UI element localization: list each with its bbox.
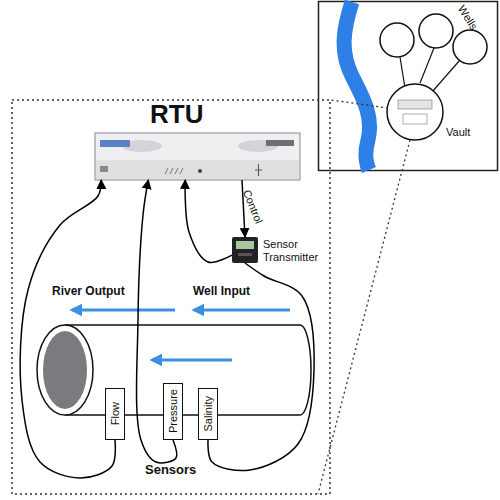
zoom-line xyxy=(331,100,388,108)
sensor-box: Salinity xyxy=(198,388,218,440)
flow-arrow xyxy=(194,309,290,312)
node-label: Flow xyxy=(109,402,121,425)
vault-pipe xyxy=(403,114,427,124)
well-circle xyxy=(419,14,453,48)
transmitter-keys xyxy=(238,253,252,256)
edge-label: Control xyxy=(241,188,265,225)
node-label: RTU xyxy=(150,99,203,130)
rtu-body xyxy=(95,133,300,180)
zoom-frame xyxy=(12,100,330,494)
rtu-vent xyxy=(165,168,183,174)
rtu-symbol xyxy=(255,164,262,176)
well-circle xyxy=(453,30,487,64)
connector xyxy=(185,180,232,262)
pipe-mouth xyxy=(37,325,93,415)
rtu-badge xyxy=(266,140,294,146)
transmitter-screen xyxy=(236,241,254,249)
well-line xyxy=(420,48,434,83)
river xyxy=(344,2,370,170)
sensor-transmitter: Sensor Transmitter xyxy=(232,237,258,263)
rtu-port xyxy=(100,166,108,172)
connector xyxy=(242,180,245,237)
rtu-device: RTU xyxy=(95,133,300,180)
well-line xyxy=(432,60,460,92)
sensor-box: Flow xyxy=(105,388,125,440)
zoom-line xyxy=(318,140,410,494)
node-label: Pressure xyxy=(167,389,179,433)
text-label: Sensors xyxy=(145,462,196,477)
vault-rtu xyxy=(398,100,432,109)
flow-arrow xyxy=(72,309,175,312)
pipe-outline xyxy=(65,325,311,415)
text-label: Vault xyxy=(446,126,470,138)
pipe-body xyxy=(65,325,311,415)
sensor-box: Pressure xyxy=(163,383,183,440)
flow-arrow xyxy=(152,359,232,362)
vault-circle xyxy=(387,84,443,140)
text-label: River Output xyxy=(52,284,125,298)
connector xyxy=(20,180,115,478)
well-line xyxy=(400,57,405,88)
transmitter-body xyxy=(232,237,258,263)
text-label: Well Input xyxy=(193,284,250,298)
node-label: Salinity xyxy=(202,396,214,431)
pipe-interior xyxy=(43,331,87,409)
well-circle xyxy=(380,23,414,57)
node-label: Sensor Transmitter xyxy=(263,238,329,264)
rtu-logo xyxy=(100,140,130,147)
rtu-led xyxy=(198,169,202,173)
rtu-front xyxy=(96,160,299,179)
